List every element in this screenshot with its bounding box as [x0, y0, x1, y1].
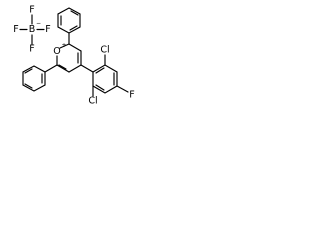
atom-fluorine-left: F: [13, 24, 18, 35]
atom-chlorine-bottom: Cl: [88, 96, 97, 107]
pyrylium-c2-c3: [68, 43, 82, 52]
bond-aryl-to-f: [116, 85, 129, 93]
atom-fluorine-aryl: F: [129, 90, 134, 101]
atom-boron: B: [29, 24, 36, 35]
pyrylium-o-c2: [59, 43, 70, 49]
phenyl-top-double-2: [69, 25, 78, 31]
pyrylium-c4-c5: [68, 64, 82, 73]
aryl-double-3: [95, 84, 105, 91]
aryl-double-1: [95, 67, 105, 74]
phenyl-bottom-double-3: [24, 68, 33, 74]
phenyl-ring-bottom: [22, 65, 46, 92]
aryl-outline: [92, 64, 118, 94]
phenyl-top-double-1: [70, 10, 79, 16]
tetrafluoroborate-anion: B − F F F F: [13, 5, 50, 55]
atom-fluorine-right: F: [45, 24, 50, 35]
pyrylium-ring: O +: [53, 42, 82, 73]
atom-fluorine-top: F: [29, 5, 34, 16]
bond-pyrylium-to-phenyl-bottom: [44, 64, 58, 73]
atom-oxygen: O: [53, 46, 60, 57]
phenyl-bottom-double-2: [24, 83, 33, 89]
dichlorofluorophenyl-ring: [92, 64, 118, 94]
atom-fluorine-bottom: F: [29, 44, 34, 55]
atom-chlorine-top: Cl: [100, 45, 109, 56]
phenyl-bottom-outline: [22, 65, 46, 92]
pyrylium-double-2: [58, 64, 67, 70]
structure-canvas: B − F F F F O +: [13, 5, 134, 107]
pyrylium-c5-c6: [56, 64, 70, 73]
phenyl-ring-top: [57, 7, 81, 34]
bond-pyrylium-to-aryl: [80, 64, 94, 73]
boron-charge: −: [36, 20, 41, 27]
oxygen-charge: +: [62, 42, 67, 49]
